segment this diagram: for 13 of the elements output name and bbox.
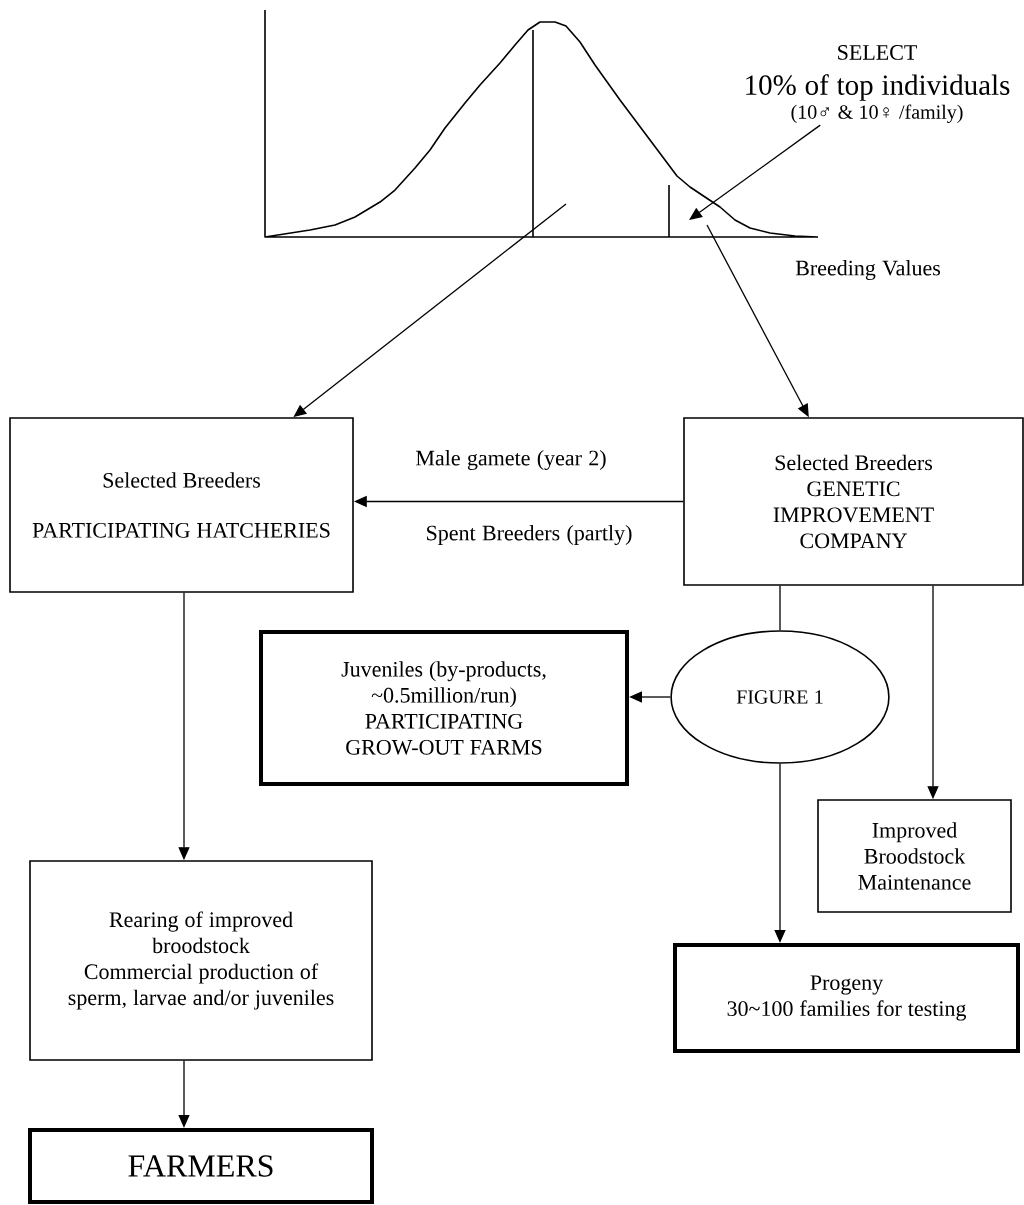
callout-text: SELECT 10% of top individuals (10♂ & 10♀ /family) (746, 45, 1010, 123)
arrow (689, 124, 821, 220)
text-label: Breeding Values (795, 260, 941, 280)
process-box: Juveniles (by-products, ~0.5million/run) PARTICIPATING GROW-OUT FARMS (259, 630, 629, 786)
process-box: Selected Breeders PARTICIPATING HATCHERIES (9, 417, 354, 593)
process-box: Improved Broodstock Maintenance (817, 799, 1012, 913)
process-box: Progeny 30~100 families for testing (673, 943, 1020, 1053)
edge-label: Male gamete (year 2) (414, 449, 608, 471)
connector-line (779, 585, 781, 631)
text-label: Spent Breeders (partly) (427, 525, 632, 545)
process-box: Selected Breeders GENETIC IMPROVEMENT COMPANY (683, 417, 1024, 586)
process-box: Rearing of improved broodstock Commercial production of sperm, larvae and/or juveniles (29, 860, 373, 1061)
process-box: FARMERS (28, 1128, 374, 1204)
